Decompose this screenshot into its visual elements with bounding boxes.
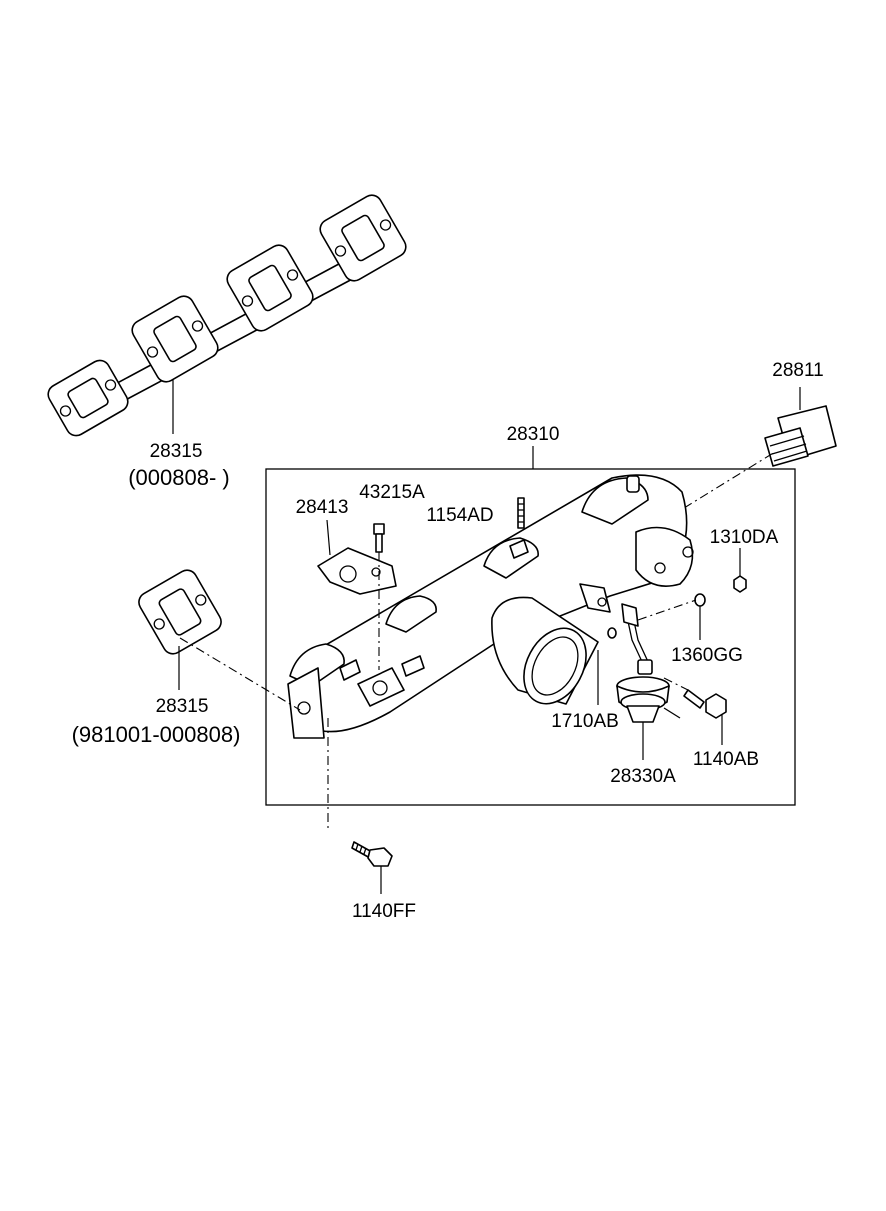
wastegate-actuator-28330a bbox=[616, 599, 697, 760]
bolt-1140ab bbox=[663, 677, 727, 745]
washer-1360gg bbox=[694, 593, 706, 640]
callout-manifold: 28310 bbox=[507, 424, 560, 445]
bolt-1140ff bbox=[327, 718, 393, 894]
callout-gasket-lower-code: (981001-000808) bbox=[72, 722, 241, 747]
callout-heat-shield: 28413 bbox=[296, 497, 349, 518]
callout-nut: 1310DA bbox=[710, 527, 779, 548]
callout-actuator: 28330A bbox=[610, 766, 676, 787]
callout-bolt-actuator: 1140AB bbox=[693, 749, 759, 770]
lower-manifold-gasket bbox=[138, 569, 301, 711]
callout-plug: 28811 bbox=[772, 360, 823, 381]
stud-1154ad bbox=[517, 497, 525, 529]
callout-gasket-lower-part: 28315 bbox=[156, 696, 209, 717]
callout-pin: 1710AB bbox=[551, 711, 619, 732]
nut-1310da bbox=[733, 548, 747, 593]
pin-1710ab bbox=[597, 627, 617, 705]
stud-bolt-43215a bbox=[373, 523, 385, 670]
callout-gasket-upper-part: 28315 bbox=[150, 441, 203, 462]
assembly-frame bbox=[265, 468, 796, 806]
callout-washer: 1360GG bbox=[671, 645, 743, 666]
heat-shield-28413 bbox=[317, 519, 397, 595]
plug-28811 bbox=[764, 387, 837, 467]
callout-stud-bolt: 43215A bbox=[359, 482, 425, 503]
upper-manifold-gasket bbox=[47, 194, 407, 437]
callout-gasket-upper-code: (000808- ) bbox=[128, 465, 230, 490]
exhaust-manifold-body bbox=[287, 474, 694, 739]
callout-stud: 1154AD bbox=[426, 505, 493, 526]
callout-bolt-manifold: 1140FF bbox=[352, 901, 416, 922]
